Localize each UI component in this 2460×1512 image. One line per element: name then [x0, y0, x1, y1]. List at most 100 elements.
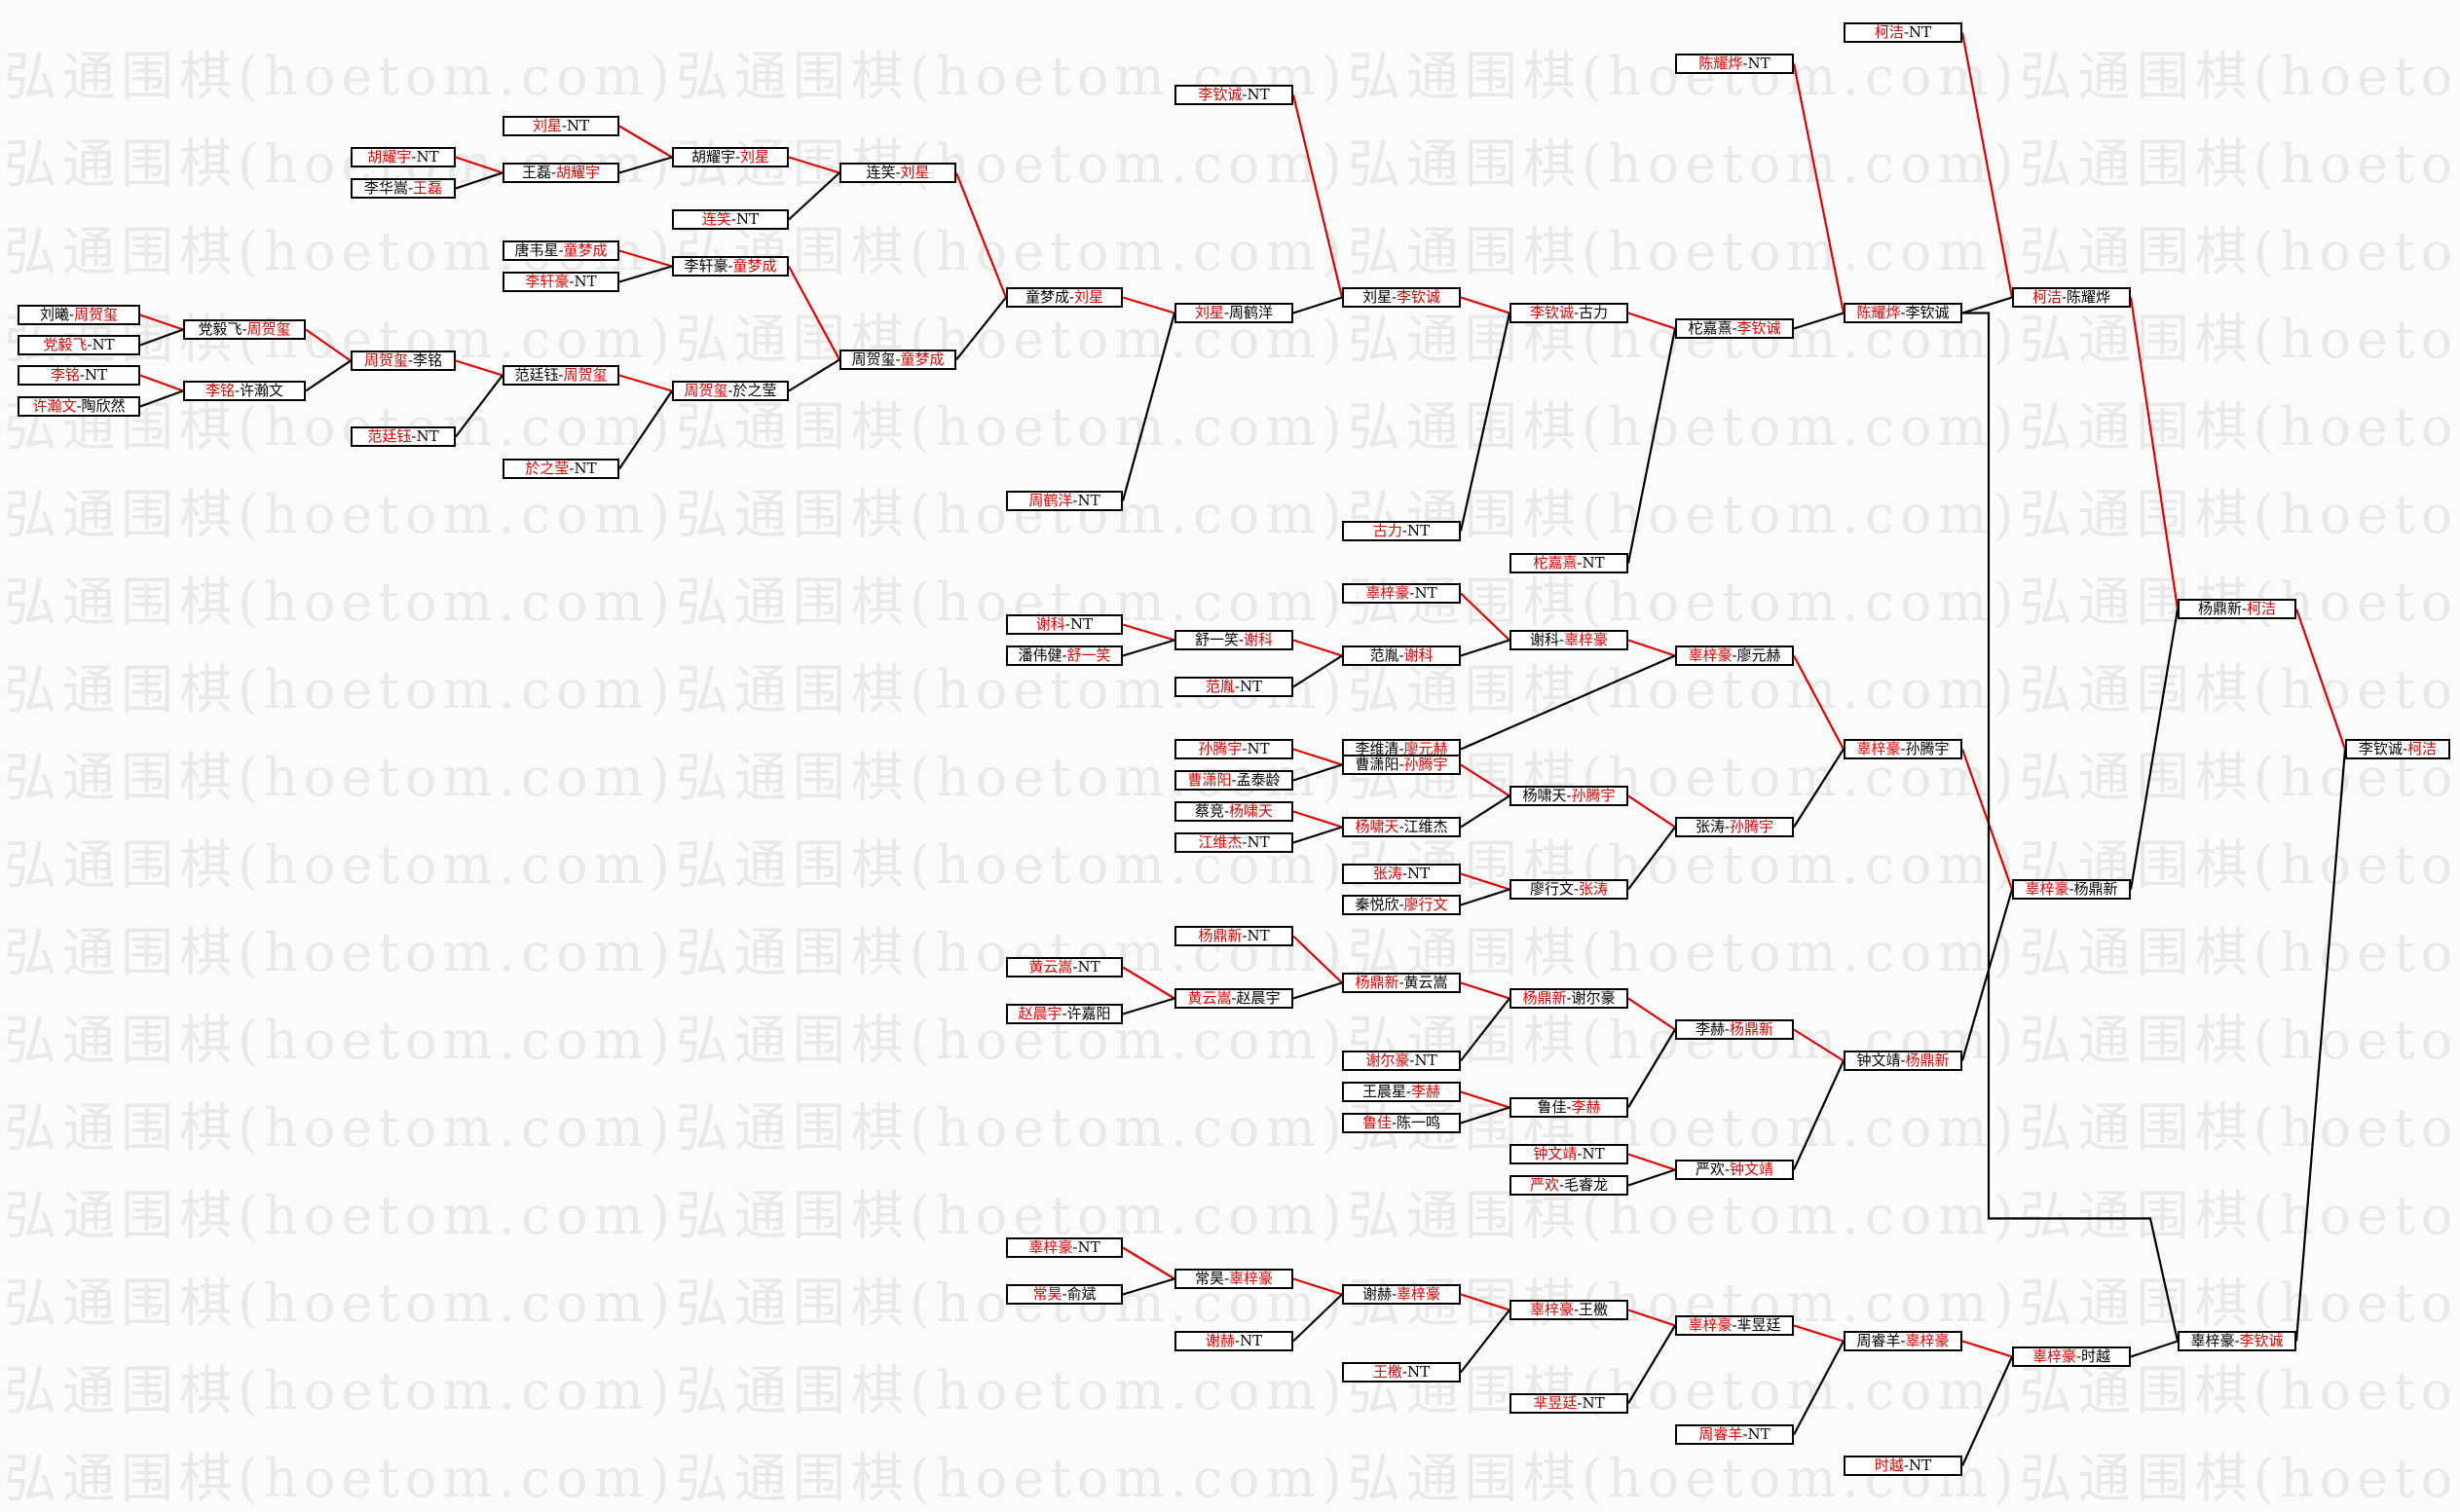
player-name: 刘星 [900, 164, 930, 181]
separator: - [1223, 802, 1230, 820]
player-name: 李赫 [1695, 1020, 1725, 1038]
separator: - [2234, 1332, 2240, 1349]
player-name: 刘星 [1074, 288, 1104, 306]
match-box: 王晨星-李赫 [1342, 1082, 1461, 1102]
bracket-connector [139, 389, 184, 408]
bracket-connector [1460, 763, 1510, 797]
separator: - [1398, 646, 1404, 664]
separator: - [1223, 1270, 1230, 1287]
bracket-connector [2294, 608, 2347, 750]
separator: - [1391, 1114, 1398, 1131]
match-box: 常昊-俞斌 [1006, 1284, 1123, 1305]
bracket-connector [1627, 312, 1676, 330]
bracket-connector [1962, 312, 2180, 1342]
match-box: 陈耀烨-NT [1675, 54, 1794, 74]
player-name: 谢科 [1403, 646, 1434, 664]
bracket-connector [954, 172, 1008, 298]
separator: - [1231, 771, 1237, 789]
separator: - [1900, 1332, 1906, 1349]
match-box: 周睿羊-NT [1675, 1424, 1794, 1445]
separator: - [1242, 833, 1248, 851]
bracket-connector [1627, 1168, 1676, 1187]
player-name: 范廷钰 [514, 366, 559, 384]
match-box: 李轩豪-童梦成 [672, 256, 789, 277]
bracket-connector [1793, 1028, 1845, 1062]
match-box: 辜梓豪-NT [1006, 1237, 1123, 1258]
player-name: 舒一笑 [1066, 646, 1111, 664]
player-name: NT [574, 273, 597, 290]
separator: - [1732, 646, 1737, 664]
bracket-connector [1627, 1153, 1676, 1171]
separator: - [1577, 554, 1583, 572]
separator: - [1062, 1285, 1067, 1303]
player-name: 周鹤洋 [1028, 492, 1073, 509]
separator: - [76, 397, 82, 415]
player-name: 柯洁 [2031, 288, 2062, 306]
separator: - [727, 382, 733, 399]
player-name: NT [1077, 958, 1100, 976]
bracket-lines [139, 32, 2347, 1466]
player-name: 柯洁 [2247, 600, 2277, 617]
bracket-connector [1292, 935, 1343, 984]
match-box: 刘星-NT [503, 116, 619, 136]
player-name: 刘星 [532, 117, 562, 134]
player-name: 陈耀烨 [2067, 288, 2111, 306]
separator: - [1724, 1020, 1731, 1038]
match-box: 王磊-胡耀宇 [503, 163, 619, 183]
separator: - [1238, 631, 1245, 648]
bracket-connector [1460, 1106, 1510, 1125]
bracket-connector [2130, 1340, 2179, 1358]
separator: - [1903, 23, 1909, 41]
player-name: 王晨星 [1361, 1083, 1406, 1100]
separator: - [242, 320, 247, 338]
player-name: 时越 [1874, 1457, 1904, 1474]
player-name: 辜梓豪 [1688, 1316, 1733, 1334]
player-name: 柯洁 [1874, 23, 1904, 41]
bracket-connector [1459, 313, 1511, 532]
player-name: 俞斌 [1066, 1285, 1097, 1303]
bracket-connector [1291, 94, 1344, 298]
bracket-connector [1292, 763, 1343, 782]
match-box: 李钦诚-柯洁 [2345, 739, 2450, 759]
player-name: 黄云嵩 [1403, 974, 1448, 991]
player-name: 常昊 [1194, 1270, 1224, 1287]
player-name: 潘伟健 [1018, 646, 1062, 664]
bracket-connector [1960, 32, 2014, 298]
bracket-connector [1793, 1324, 1845, 1343]
match-box: 李钦诚-NT [1174, 85, 1293, 105]
separator: - [1062, 646, 1067, 664]
player-name: 李华嵩 [363, 179, 408, 197]
match-box: 时越-NT [1844, 1456, 1962, 1476]
player-name: 陶欣然 [81, 397, 126, 415]
match-box: 蔡竞-杨啸天 [1174, 801, 1293, 822]
player-name: NT [1414, 584, 1437, 602]
bracket-connector [788, 265, 840, 361]
player-name: 孟泰龄 [1236, 771, 1281, 789]
match-box: 胡耀宇-NT [351, 147, 456, 167]
bracket-connector [1460, 592, 1510, 642]
player-name: 孙腾宇 [1571, 787, 1616, 804]
player-name: 连笑 [701, 210, 731, 228]
player-name: 童梦成 [732, 257, 777, 275]
separator: - [1223, 304, 1230, 321]
separator: - [1072, 492, 1078, 509]
separator: - [1391, 288, 1398, 306]
match-box: 於之莹-NT [503, 459, 619, 479]
player-name: 杨啸天 [1229, 802, 1274, 820]
bracket-connector [788, 156, 840, 174]
separator: - [1231, 989, 1237, 1007]
player-name: 连笑 [866, 164, 896, 181]
match-box: 芈昱廷-NT [1510, 1393, 1628, 1414]
match-box: 谢科-NT [1006, 614, 1123, 635]
separator: - [1064, 615, 1070, 633]
player-name: 时越 [2081, 1347, 2111, 1365]
player-name: 李铭 [205, 382, 235, 399]
separator: - [1234, 1332, 1240, 1349]
match-box: 鲁佳-陈一鸣 [1342, 1113, 1461, 1133]
player-name: 杨鼎新 [1905, 1051, 1950, 1069]
match-box: 鲁佳-李赫 [1510, 1097, 1628, 1118]
player-name: NT [566, 117, 590, 134]
match-box: 黄云嵩-NT [1006, 957, 1123, 977]
player-name: 周睿羊 [1698, 1425, 1743, 1443]
separator: - [1401, 522, 1407, 539]
